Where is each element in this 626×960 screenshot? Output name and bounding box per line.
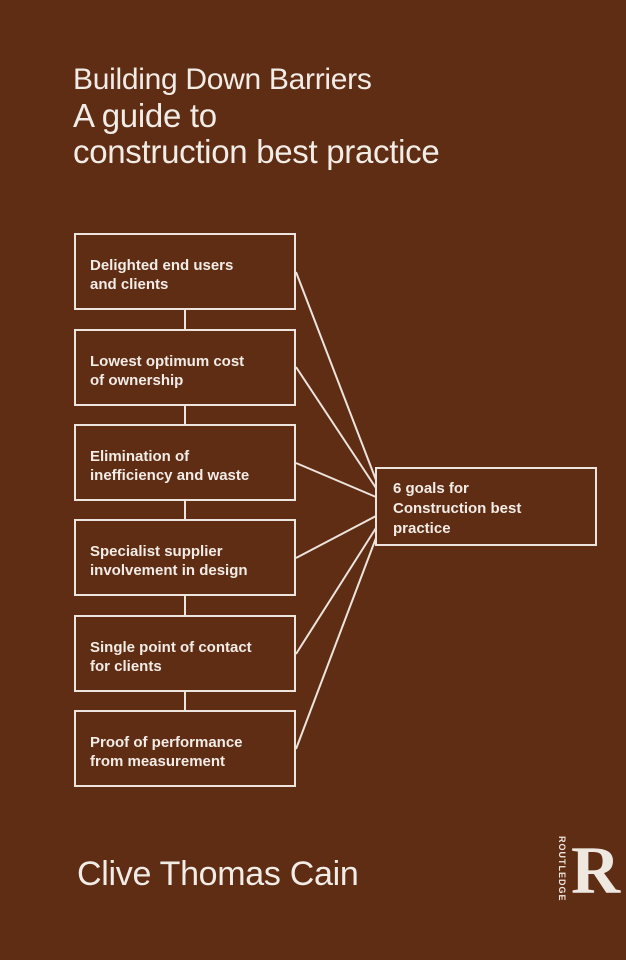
fan-line — [295, 515, 377, 559]
goal-box-supplier: Specialist supplier involvement in desig… — [74, 519, 296, 596]
title-line-3: construction best practice — [73, 133, 440, 170]
publisher-mark: R — [571, 832, 621, 908]
author-name: Clive Thomas Cain — [77, 855, 359, 893]
goal-box-cost: Lowest optimum cost of ownership — [74, 329, 296, 406]
goal-box-end-users: Delighted end users and clients — [74, 233, 296, 310]
summary-box: 6 goals for Construction best practice — [375, 467, 597, 546]
title-line-1: Building Down Barriers — [73, 63, 372, 96]
publisher-name: ROUTLEDGE — [557, 836, 567, 902]
fan-line — [295, 527, 377, 655]
publisher-logo: ROUTLEDGE R — [553, 832, 621, 908]
fan-line — [295, 366, 377, 489]
book-title: Building Down Barriers A guide to constr… — [73, 62, 440, 170]
goal-box-contact: Single point of contact for clients — [74, 615, 296, 692]
goal-box-performance: Proof of performance from measurement — [74, 710, 296, 787]
fan-line — [295, 271, 377, 481]
fan-line — [295, 462, 377, 498]
goal-box-waste: Elimination of inefficiency and waste — [74, 424, 296, 501]
fan-line — [295, 537, 377, 750]
title-line-2: A guide to — [73, 97, 217, 134]
